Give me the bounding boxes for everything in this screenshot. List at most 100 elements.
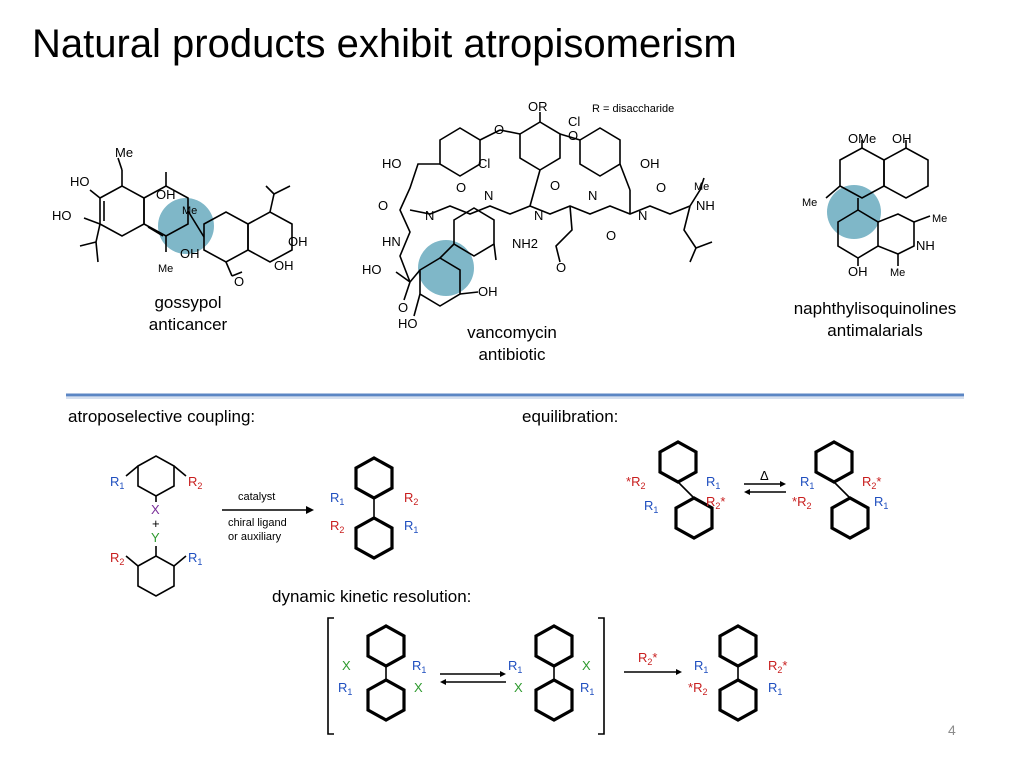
coupling-r1-a: R1 xyxy=(110,474,124,491)
coupling-catalyst: catalyst xyxy=(238,491,275,503)
gossypol-ho-3: OH xyxy=(180,246,200,261)
vancomycin-o-1: O xyxy=(378,198,388,213)
coupling-product-r1: R1 xyxy=(330,490,344,507)
vancomycin-n-2: N xyxy=(484,188,493,203)
coupling-ligand: chiral ligand xyxy=(228,517,287,529)
niq-oh-2: OH xyxy=(848,264,868,279)
dkr-c-r1b: R1 xyxy=(768,680,782,697)
dkr-b-r1: R1 xyxy=(508,658,522,675)
vancomycin-me: Me xyxy=(694,181,709,193)
gossypol-ho-1: HO xyxy=(70,174,90,189)
vancomycin-structure xyxy=(395,112,713,317)
coupling-r2-a: R2 xyxy=(188,474,202,491)
vancomycin-o-4: O xyxy=(606,228,616,243)
page-number: 4 xyxy=(948,722,956,738)
niq-me-1: Me xyxy=(802,197,817,209)
dkr-b-x1: X xyxy=(582,658,591,673)
niq-nh: NH xyxy=(916,238,935,253)
eq-left-r2b: R2* xyxy=(706,494,725,511)
eq-right-r2b: *R2 xyxy=(792,494,811,511)
gossypol-caption: gossypol anticancer xyxy=(128,292,248,336)
vancomycin-ho-3: HO xyxy=(398,316,418,331)
vancomycin-ho-1: HO xyxy=(382,156,402,171)
vancomycin-cl-2: Cl xyxy=(478,156,490,171)
gossypol-activity: anticancer xyxy=(148,315,228,334)
coupling-product-r1b: R1 xyxy=(404,518,418,535)
vancomycin-n-4: N xyxy=(588,188,597,203)
dkr-c-r2star: R2* xyxy=(768,658,787,675)
eq-left-r1: R1 xyxy=(706,474,720,491)
coupling-y: Y xyxy=(151,530,160,545)
dkr-b-x2: X xyxy=(514,680,523,695)
coupling-product-r2b: R2 xyxy=(330,518,344,535)
gossypol-oh-3: OH xyxy=(274,258,294,273)
vancomycin-activity: antibiotic xyxy=(478,345,546,364)
gossypol-aldehyde-o2: O xyxy=(234,274,244,289)
niq-me-2: Me xyxy=(932,213,947,225)
eq-left-r2star: *R2 xyxy=(626,474,645,491)
naphthylisoquinolines-caption: naphthylisoquinolines antimalarials xyxy=(768,298,982,342)
slide-title: Natural products exhibit atropisomerism xyxy=(32,22,737,66)
vancomycin-nh2: NH2 xyxy=(512,236,538,251)
eq-right-r1b: R1 xyxy=(874,494,888,511)
vancomycin-nh-amine: NH xyxy=(696,198,715,213)
eq-right-r1: R1 xyxy=(800,474,814,491)
coupling-plus: + xyxy=(152,516,160,531)
dkr-b-r1b: R1 xyxy=(580,680,594,697)
vancomycin-r-note: R = disaccharide xyxy=(592,103,674,115)
equilibration-scheme xyxy=(658,440,870,540)
niq-ome: OMe xyxy=(848,131,876,146)
eq-left-r1b: R1 xyxy=(644,498,658,515)
vancomycin-o-left: O xyxy=(494,122,504,137)
equilibration-delta: Δ xyxy=(760,468,769,483)
gossypol-structure xyxy=(79,157,293,277)
vancomycin-ho-2: HO xyxy=(362,262,382,277)
gossypol-ho-2: HO xyxy=(52,208,72,223)
gossypol-aldehyde-o: Me xyxy=(115,145,133,160)
gossypol-oh-2: OH xyxy=(288,234,308,249)
niq-oh-1: OH xyxy=(892,131,912,146)
dkr-heading: dynamic kinetic resolution: xyxy=(272,587,472,606)
coupling-scheme xyxy=(125,455,394,597)
vancomycin-oh-1: OH xyxy=(640,156,660,171)
dkr-c-r1: R1 xyxy=(694,658,708,675)
gossypol-oh-1: OH xyxy=(156,187,176,202)
vancomycin-oh-2: OH xyxy=(478,284,498,299)
gossypol-name: gossypol xyxy=(154,293,222,312)
dkr-a-x1: X xyxy=(342,658,351,673)
naphthylisoquinoline-structure xyxy=(825,140,931,266)
vancomycin-o-7: O xyxy=(398,300,408,315)
vancomycin-n-5: N xyxy=(638,208,647,223)
vancomycin-n-1: N xyxy=(425,208,434,223)
equilibration-heading: equilibration: xyxy=(522,407,619,426)
vancomycin-caption: vancomycin antibiotic xyxy=(452,322,572,366)
coupling-r2-b: R2 xyxy=(110,550,124,567)
dkr-a-r1: R1 xyxy=(412,658,426,675)
dkr-scheme xyxy=(327,617,758,735)
gossypol-me-2: Me xyxy=(158,263,173,275)
vancomycin-o-3: O xyxy=(550,178,560,193)
coupling-r1-b: R1 xyxy=(188,550,202,567)
naphthylisoquinolines-activity: antimalarials xyxy=(827,321,923,340)
dkr-c-r2b: *R2 xyxy=(688,680,707,697)
niq-me-3: Me xyxy=(890,267,905,279)
vancomycin-cl-1: Cl xyxy=(568,114,580,129)
eq-right-r2star: R2* xyxy=(862,474,881,491)
vancomycin-or: OR xyxy=(528,99,548,114)
vancomycin-hn: HN xyxy=(382,234,401,249)
coupling-product-r2: R2 xyxy=(404,490,418,507)
dkr-a-x2: X xyxy=(414,680,423,695)
gossypol-me-1: Me xyxy=(182,205,197,217)
dkr-a-r1b: R1 xyxy=(338,680,352,697)
vancomycin-o-2: O xyxy=(456,180,466,195)
vancomycin-axis-highlight xyxy=(418,240,474,296)
vancomycin-n-3: N xyxy=(534,208,543,223)
vancomycin-name: vancomycin xyxy=(467,323,557,342)
coupling-heading: atroposelective coupling: xyxy=(68,407,256,426)
vancomycin-o-6: O xyxy=(556,260,566,275)
vancomycin-o-right: O xyxy=(568,128,578,143)
naphthylisoquinolines-name: naphthylisoquinolines xyxy=(793,299,957,318)
coupling-x: X xyxy=(151,502,160,517)
coupling-auxiliary: or auxiliary xyxy=(228,531,282,543)
